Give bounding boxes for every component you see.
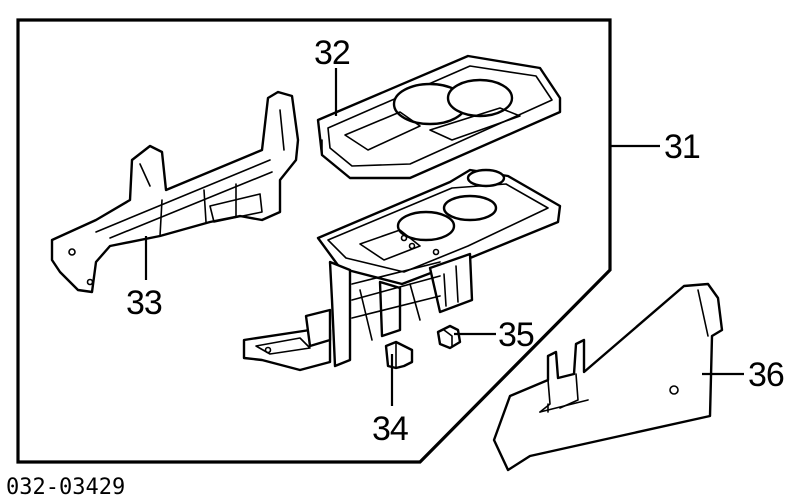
callout-35: 35 (498, 316, 534, 354)
leader-lines (144, 68, 744, 406)
callout-32: 32 (314, 34, 350, 72)
part-31-console (242, 168, 562, 372)
part-36-side-panel (492, 282, 724, 472)
part-33-bracket (50, 90, 300, 294)
part-32-lid (316, 54, 562, 180)
part-34-clip (384, 340, 414, 370)
callout-31: 31 (664, 128, 700, 166)
callout-36: 36 (748, 356, 784, 394)
part-35-grommet (436, 324, 462, 350)
assembly-frame (16, 18, 612, 464)
reference-number: 032-03429 (6, 475, 125, 500)
callout-34: 34 (372, 410, 408, 448)
callout-33: 33 (126, 284, 162, 322)
